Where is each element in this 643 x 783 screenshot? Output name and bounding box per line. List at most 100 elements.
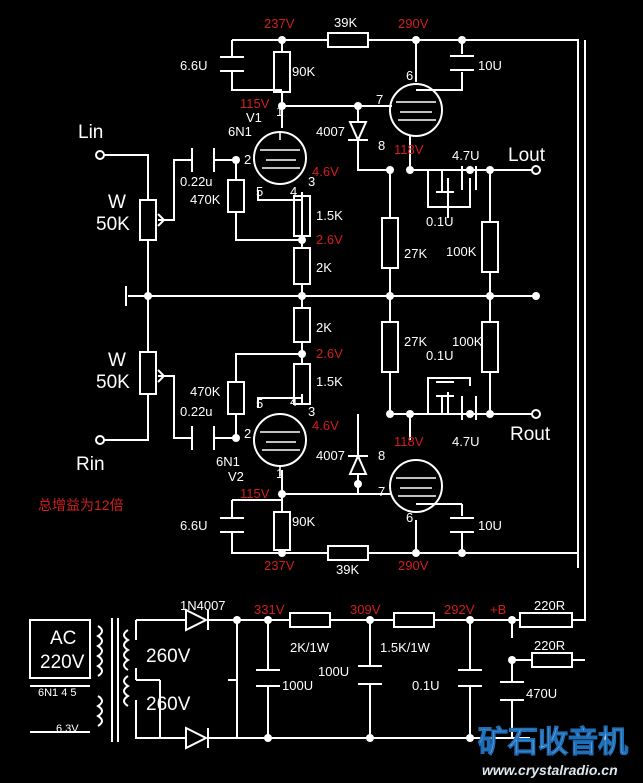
label-rin: Rin [76, 454, 105, 475]
labels: Lin Rin Lout Rout W 50K W 50K V1 6N1 6N1… [38, 15, 629, 778]
capacitors [191, 55, 524, 701]
label-res-2k-top: 2K [316, 260, 332, 275]
label-heater-voltage: 6.3V [56, 723, 79, 735]
voltage-115-top: 115V [240, 96, 270, 111]
label-res-2k-bottom: 2K [316, 320, 332, 335]
pin-5-v1: 5 [256, 184, 263, 199]
label-res-plate-top: 90K [292, 64, 315, 79]
voltage-237-bottom: 237V [264, 558, 295, 573]
label-cap-input-top: 0.22u [180, 174, 213, 189]
voltage-292: 292V [444, 602, 475, 617]
voltage-331: 331V [254, 602, 285, 617]
label-res-cathode-top: 1.5K [316, 208, 343, 223]
tube-v2 [253, 413, 307, 476]
pin-8-top: 8 [378, 138, 385, 153]
label-cap-66-bottom: 6.6U [180, 518, 207, 533]
label-res-220r-top: 220R [534, 598, 565, 613]
label-cap-100-first: 100U [282, 678, 313, 693]
label-diode-bottom: 4007 [316, 448, 345, 463]
label-res-grid-top: 470K [190, 192, 221, 207]
pin-6-bottom: 6 [406, 510, 413, 525]
voltage-26-top: 2.6V [316, 232, 343, 247]
tube-top-output [389, 83, 443, 137]
pin-2-v2: 2 [244, 426, 251, 441]
watermark-logo: 矿石收音机 [478, 725, 628, 760]
label-res-15k1w: 1.5K/1W [380, 640, 431, 655]
gain-note: 总增益为12倍 [38, 497, 124, 513]
label-v2: V2 [228, 469, 244, 484]
label-res-27k-top: 27K [404, 246, 427, 261]
voltage-237-top: 237V [264, 16, 295, 31]
label-res-39k-top: 39K [334, 15, 357, 30]
voltage-309: 309V [350, 602, 381, 617]
label-cap-470: 470U [526, 686, 557, 701]
label-cap-10-bottom: 10U [478, 518, 502, 533]
label-res-39k-bottom: 39K [336, 562, 359, 577]
voltage-46-bottom: 4.6V [312, 418, 339, 433]
tube-bottom-output [389, 459, 443, 513]
label-res-plate-bottom: 90K [292, 514, 315, 529]
label-pot-value-top: 50K [96, 214, 130, 235]
label-res-220r-bottom: 220R [534, 638, 565, 653]
label-pot-value-bottom: 50K [96, 372, 130, 393]
label-cap-47-bottom: 4.7U [452, 434, 479, 449]
label-lin: Lin [78, 122, 103, 143]
pin-7-top: 7 [376, 92, 383, 107]
label-res-cathode-bottom: 1.5K [316, 374, 343, 389]
label-ac-voltage: 220V [40, 652, 85, 673]
label-sec-voltage-top: 260V [146, 646, 191, 667]
label-res-100k-top: 100K [446, 244, 477, 259]
terminals [95, 150, 541, 445]
diodes [185, 121, 368, 750]
label-diode-top: 4007 [316, 124, 345, 139]
label-res-grid-bottom: 470K [190, 384, 221, 399]
pin-3-v2: 3 [308, 404, 315, 419]
pin-4-v1: 4 [290, 184, 297, 199]
resistors [139, 32, 573, 668]
voltage-118-bottom: 118V [394, 434, 424, 449]
label-pot-w-top: W [108, 192, 126, 213]
label-res-27k-bottom: 27K [404, 334, 427, 349]
label-cap-66-top: 6.6U [180, 58, 207, 73]
label-v1-type: 6N1 [228, 124, 252, 139]
voltage-115-bottom: 115V [240, 486, 270, 501]
label-cap-10-top: 10U [478, 58, 502, 73]
voltage-46-top: 4.6V [312, 164, 339, 179]
pin-3-v1: 3 [308, 174, 315, 189]
pin-8-bottom: 8 [378, 448, 385, 463]
label-rout: Rout [510, 424, 551, 445]
label-sec-voltage-bottom: 260V [146, 694, 191, 715]
label-res-2k1w: 2K/1W [290, 640, 330, 655]
label-cap-01-psu: 0.1U [412, 678, 439, 693]
label-pot-w-bottom: W [108, 350, 126, 371]
junctions [144, 36, 540, 742]
pin-7-bottom: 7 [378, 484, 385, 499]
label-rectifier: 1N4007 [180, 598, 226, 613]
label-cap-47-top: 4.7U [452, 148, 479, 163]
label-cap-01-bottom: 0.1U [426, 348, 453, 363]
voltage-290-bottom: 290V [398, 558, 429, 573]
label-cap-01-top: 0.1U [426, 214, 453, 229]
label-cap-input-bottom: 0.22u [180, 404, 213, 419]
label-lout: Lout [508, 145, 546, 166]
pin-1-v2: 1 [276, 466, 283, 481]
label-heater: 6N1 4 5 [38, 687, 77, 699]
label-res-100k-bottom: 100K [452, 334, 483, 349]
watermark-url: www.crystalradio.cn [482, 762, 618, 778]
pin-6-top: 6 [406, 68, 413, 83]
voltage-26-bottom: 2.6V [316, 346, 343, 361]
transformer [29, 618, 130, 742]
label-v1: V1 [246, 110, 262, 125]
voltage-290-top: 290V [398, 16, 429, 31]
voltage-118-top: 118V [394, 142, 424, 157]
pin-2-v1: 2 [244, 152, 251, 167]
tube-v1 [253, 131, 307, 185]
pin-4-v2: 4 [290, 394, 297, 409]
pin-5-v2: 5 [256, 396, 263, 411]
label-v2-type: 6N1 [216, 454, 240, 469]
voltage-b-plus: +B [490, 602, 506, 617]
pin-1-v1: 1 [276, 104, 283, 119]
label-cap-100-second: 100U [318, 664, 349, 679]
label-ac: AC [50, 628, 76, 649]
